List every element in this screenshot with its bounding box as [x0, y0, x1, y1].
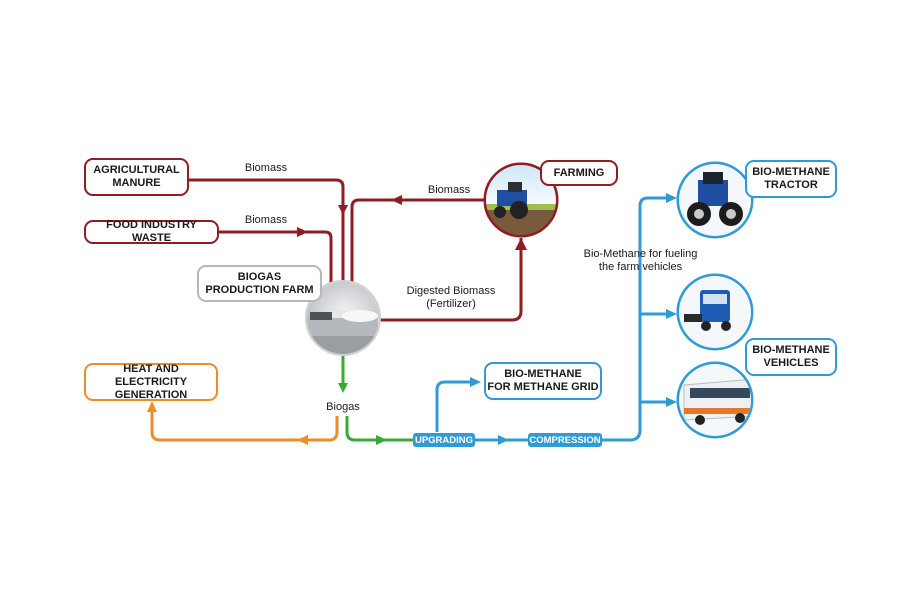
fueling-label: Bio-Methane for fueling the farm vehicle… [583, 248, 698, 273]
heat-and-electricity-node: HEAT AND ELECTRICITY GENERATION [84, 363, 218, 401]
food-industry-waste-node: FOOD INDUSTRY WASTE [84, 219, 219, 244]
arrowhead-biogas-right [376, 435, 387, 445]
manure-to-farm-line [188, 178, 345, 284]
farming-to-farm-line [350, 198, 486, 284]
arrowhead-heat-up [147, 401, 157, 412]
arrowhead-to-compression [498, 435, 509, 445]
biomass-label-food-waste: Biomass [244, 214, 288, 226]
blue-truck-image [676, 273, 754, 351]
agricultural-manure-node: AGRICULTURAL MANURE [84, 158, 189, 196]
compression-to-vehicles-line [602, 196, 672, 442]
biogas-to-upgrading-line [345, 416, 413, 442]
arrowhead-heat-mid [297, 435, 308, 445]
compression-step: COMPRESSION [528, 433, 602, 447]
arrowhead-food-waste [297, 227, 308, 237]
arrowhead-biomass-farming [391, 195, 402, 205]
arrowhead-to-tractor [666, 193, 677, 203]
biogas-label: Biogas [326, 401, 360, 413]
blue-tractor-image [676, 161, 754, 239]
bio-methane-tractor-node: BIO-METHANE TRACTOR [745, 160, 837, 198]
bio-methane-grid-node: BIO-METHANE FOR METHANE GRID [484, 362, 602, 400]
farming-node: FARMING [540, 160, 618, 186]
bio-methane-vehicles-node: BIO-METHANE VEHICLES [745, 338, 837, 376]
upgrading-step: UPGRADING [413, 433, 475, 447]
biogas-plant-image [305, 280, 381, 356]
biogas-to-heat-line [150, 408, 339, 442]
arrowhead-to-bus [666, 397, 677, 407]
food-waste-to-farm-line [218, 230, 333, 290]
upgrading-to-grid-line [435, 380, 478, 432]
arrowhead-manure [338, 205, 348, 215]
farm-to-farming-line [379, 238, 523, 322]
arrowhead-biogas-down [338, 383, 348, 393]
city-bus-image [676, 361, 754, 439]
biomass-label-manure: Biomass [244, 162, 288, 174]
arrowhead-to-farming [515, 238, 527, 250]
arrowhead-to-grid [470, 377, 481, 387]
biogas-production-farm-node: BIOGAS PRODUCTION FARM [197, 265, 322, 302]
arrowhead-to-truck [666, 309, 677, 319]
biomass-label-farming: Biomass [427, 184, 471, 196]
digested-biomass-label: Digested Biomass (Fertilizer) [406, 285, 496, 310]
